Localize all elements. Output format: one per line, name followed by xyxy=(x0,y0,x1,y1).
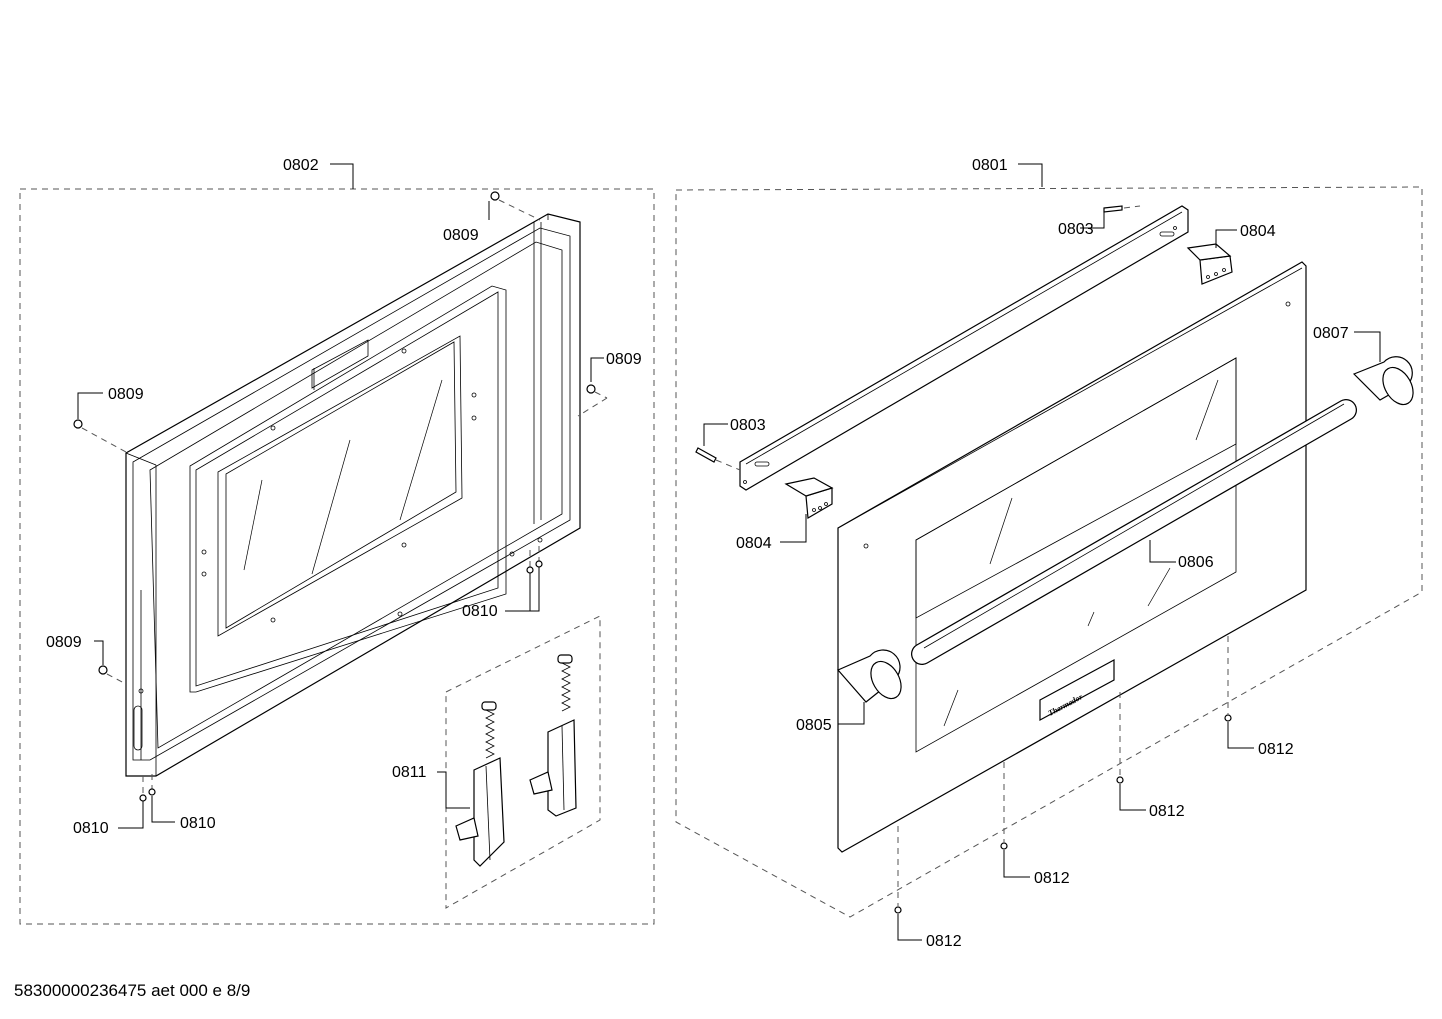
callout-0812-c: 0812 xyxy=(1034,870,1070,887)
callout-0810-mid: 0810 xyxy=(180,815,216,832)
screw-0803-top xyxy=(1103,205,1141,213)
callout-0805: 0805 xyxy=(796,717,832,734)
callout-0809-top: 0809 xyxy=(443,227,479,244)
callout-0809-lower-left: 0809 xyxy=(46,634,82,651)
callout-0806: 0806 xyxy=(1178,554,1214,571)
callout-0809-right: 0809 xyxy=(606,351,642,368)
leader-lines xyxy=(77,163,1381,941)
hinge-kit-0811 xyxy=(445,615,601,909)
callout-0811: 0811 xyxy=(392,764,427,781)
inner-door-frame xyxy=(125,213,581,777)
screw-0803-left xyxy=(695,447,741,471)
bracket-0804-right xyxy=(1186,243,1233,285)
screw-0809-right xyxy=(577,384,608,417)
screws-0810-bottom xyxy=(139,774,156,802)
screw-0809-left xyxy=(73,419,127,453)
bracket-0804-left xyxy=(784,477,834,519)
callout-labels: 0802 0801 0809 0809 0809 0809 0810 0810 … xyxy=(46,157,1349,950)
callout-0803-left: 0803 xyxy=(730,417,766,434)
screws-0812 xyxy=(894,636,1232,914)
handle-cap-0807 xyxy=(1352,356,1414,406)
screw-0809-top xyxy=(490,191,541,221)
callout-0812-d: 0812 xyxy=(926,933,962,950)
callout-0810-left: 0810 xyxy=(73,820,109,837)
callout-0809-left: 0809 xyxy=(108,386,144,403)
callout-0802: 0802 xyxy=(283,157,319,174)
callout-0801: 0801 xyxy=(972,157,1008,174)
outer-door-assembly-group: Thermador xyxy=(675,186,1423,918)
document-footer-code: 58300000236475 aet 000 e 8/9 xyxy=(14,981,251,1000)
screw-0809-lower-left xyxy=(98,665,127,685)
handle-bar-0806 xyxy=(911,399,1357,665)
callout-0803-top: 0803 xyxy=(1058,221,1094,238)
callout-0804-right: 0804 xyxy=(1240,223,1276,240)
upper-rail-0803 xyxy=(739,205,1189,491)
callout-0812-a: 0812 xyxy=(1258,741,1294,758)
group-boundary-0802 xyxy=(19,188,655,925)
group-boundary-0801 xyxy=(675,186,1423,918)
callout-0812-b: 0812 xyxy=(1149,803,1185,820)
handle-cap-0805 xyxy=(837,649,902,703)
callout-0810-right: 0810 xyxy=(462,603,498,620)
callout-0807: 0807 xyxy=(1313,325,1349,342)
inner-door-assembly-group xyxy=(19,188,655,925)
callout-0804-left: 0804 xyxy=(736,535,772,552)
